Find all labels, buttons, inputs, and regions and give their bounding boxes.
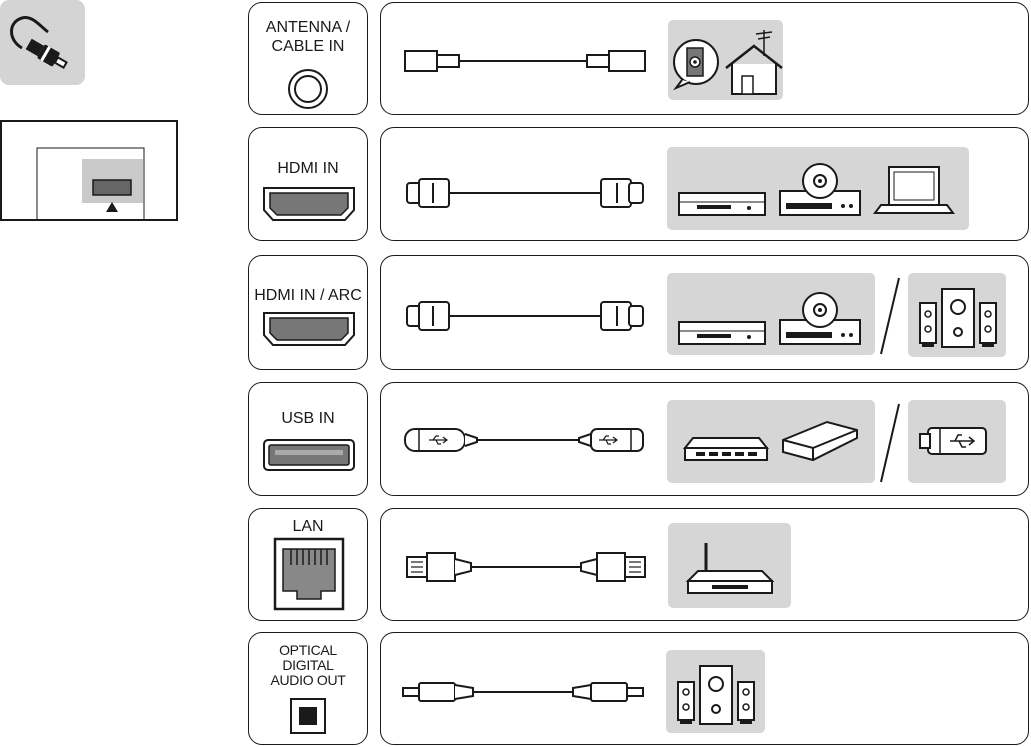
port-label-antenna: ANTENNA / CABLE IN — [265, 19, 351, 55]
device-panel-lan — [668, 523, 791, 608]
lan-cable-icon — [406, 552, 646, 582]
usb-port-icon — [263, 439, 355, 471]
antenna-house-icon — [672, 30, 783, 95]
tv-port-locator — [0, 120, 178, 221]
hdmi-port-icon — [263, 312, 355, 346]
speaker-system-icon — [919, 288, 997, 348]
device-panel-hdmi-arc-alt — [908, 273, 1006, 357]
optical-port-icon — [290, 698, 326, 734]
device-panel-hdmi-arc — [667, 273, 875, 355]
connection-card-antenna — [380, 2, 1029, 115]
cable-badge — [0, 0, 85, 85]
coax-cable-icon — [404, 50, 646, 72]
or-divider-icon — [880, 403, 900, 483]
connection-card-usb — [380, 382, 1029, 496]
connection-card-optical — [380, 632, 1029, 745]
dvd-player-icon — [779, 292, 861, 345]
usb-cable-icon — [404, 428, 644, 452]
cable-plug-icon — [10, 16, 68, 69]
external-hdd-icon — [782, 420, 858, 462]
router-icon — [685, 543, 775, 594]
or-divider-icon — [880, 277, 900, 355]
hdmi-cable-icon — [406, 178, 644, 208]
optical-cable-icon — [402, 682, 644, 702]
port-card-antenna: ANTENNA / CABLE IN — [248, 2, 368, 115]
device-panel-hdmi — [667, 147, 969, 230]
connection-card-hdmi-arc — [380, 255, 1029, 370]
usb-hub-icon — [682, 437, 770, 461]
port-label-optical: OPTICAL DIGITAL AUDIO OUT — [270, 642, 346, 688]
hdmi-arc-devices — [678, 292, 861, 345]
device-panel-usb-alt — [908, 400, 1006, 483]
lan-port-icon — [273, 537, 345, 611]
port-card-optical: OPTICAL DIGITAL AUDIO OUT — [248, 632, 368, 745]
usb-devices — [682, 420, 858, 462]
hdmi-port-icon — [263, 187, 355, 221]
port-card-hdmi: HDMI IN — [248, 127, 368, 241]
dvd-player-icon — [779, 163, 861, 216]
set-top-box-icon — [678, 321, 766, 345]
port-card-hdmi-arc: HDMI IN / ARC — [248, 255, 368, 370]
tv-port-locator-icon — [36, 147, 145, 219]
laptop-icon — [873, 166, 955, 214]
device-panel-antenna — [668, 20, 783, 100]
port-label-hdmi-arc: HDMI IN / ARC — [254, 287, 362, 304]
usb-stick-icon — [919, 427, 987, 455]
port-card-usb: USB IN — [248, 382, 368, 496]
hdmi-devices — [678, 163, 955, 216]
connection-card-lan — [380, 508, 1029, 621]
connection-card-hdmi — [380, 127, 1029, 241]
hdmi-cable-icon — [406, 301, 644, 331]
speaker-system-icon — [677, 665, 755, 725]
port-card-lan: LAN — [248, 508, 368, 621]
device-panel-optical — [666, 650, 765, 733]
coax-port-icon — [288, 69, 328, 109]
port-label-usb: USB IN — [281, 410, 335, 427]
port-label-lan: LAN — [292, 518, 324, 535]
port-label-hdmi: HDMI IN — [277, 160, 339, 177]
set-top-box-icon — [678, 192, 766, 216]
device-panel-usb — [667, 400, 875, 483]
